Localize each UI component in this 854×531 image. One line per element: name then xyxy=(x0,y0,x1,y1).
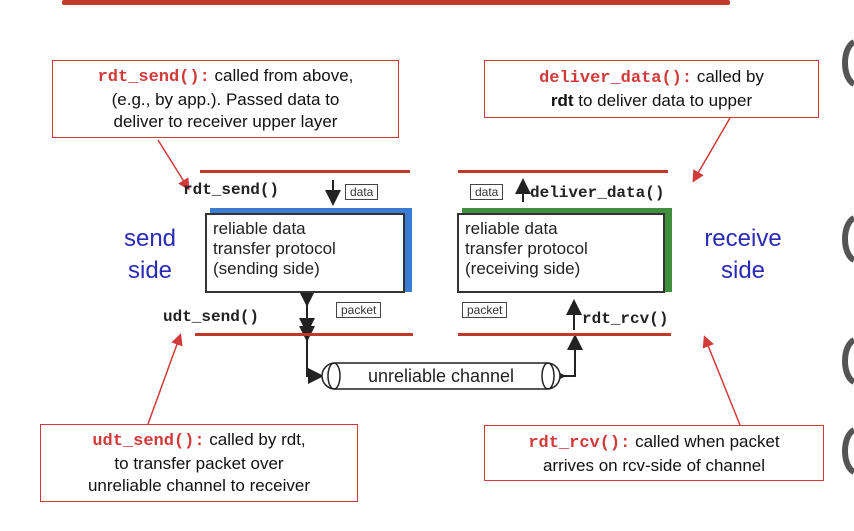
callout-text: called when packet xyxy=(630,432,780,451)
sender-top-rule xyxy=(200,170,410,173)
rdt-rcv-callout: rdt_rcv(): called when packet arrives on… xyxy=(484,425,824,481)
channel-right-connector xyxy=(550,334,583,384)
protocol-text: reliable data xyxy=(465,219,558,238)
rdt-send-callout: rdt_send(): called from above, (e.g., by… xyxy=(52,60,399,138)
deliver-data-label: deliver_data() xyxy=(530,184,665,202)
deliver-data-pointer xyxy=(692,117,731,183)
side-label-line: side xyxy=(720,257,766,284)
udt-send-pointer xyxy=(147,333,183,425)
udt-send-label: udt_send() xyxy=(163,308,260,326)
rdt-rcv-pointer xyxy=(702,335,741,426)
udt-send-callout: udt_send(): called by rdt, to transfer p… xyxy=(40,424,358,502)
side-label-line: send xyxy=(123,225,177,252)
pipe-end-right xyxy=(541,362,555,390)
callout-text: deliver to receiver upper layer xyxy=(113,112,338,131)
callout-text: (e.g., by app.). Passed data to xyxy=(111,90,340,109)
right-edge-fragments xyxy=(842,39,854,475)
rdt-send-label: rdt_send() xyxy=(183,181,280,199)
data-tag-receiver: data xyxy=(470,184,504,200)
packet-tag-sender: packet xyxy=(336,302,382,318)
callout-fn-name: rdt_send(): xyxy=(97,68,210,87)
protocol-text: (receiving side) xyxy=(465,259,581,278)
callout-text: unreliable channel to receiver xyxy=(87,476,311,495)
side-label-line: receive xyxy=(704,225,782,252)
channel-left-connector xyxy=(299,326,324,384)
receive-side-label: receive side xyxy=(688,223,798,287)
callout-text: called by rdt, xyxy=(204,430,306,449)
rdt-send-pointer xyxy=(157,139,190,191)
callout-text: to deliver data to upper xyxy=(573,91,753,110)
protocol-text: transfer protocol xyxy=(465,239,588,258)
unreliable-channel-pipe xyxy=(321,362,561,390)
callout-text: arrives on rcv-side of channel xyxy=(542,456,766,475)
protocol-text: (sending side) xyxy=(213,259,320,278)
deliver-data-callout: deliver_data(): called by rdt to deliver… xyxy=(484,60,819,118)
receiver-top-rule xyxy=(458,170,668,173)
packet-tag-receiver: packet xyxy=(462,302,508,318)
protocol-text: reliable data xyxy=(213,219,306,238)
callout-text: to transfer packet over xyxy=(114,454,284,473)
title-underline xyxy=(62,0,730,5)
unreliable-channel-label: unreliable channel xyxy=(367,366,515,386)
callout-fn-name: udt_send(): xyxy=(92,432,205,451)
side-label-line: side xyxy=(127,257,173,284)
sender-bottom-rule xyxy=(195,333,413,336)
callout-text: called by xyxy=(692,67,764,86)
callout-text: called from above, xyxy=(209,66,354,85)
rdt-rcv-label: rdt_rcv() xyxy=(582,310,669,328)
send-side-label: send side xyxy=(100,223,200,287)
callout-fn-name: rdt_rcv(): xyxy=(528,434,631,453)
receiver-protocol-box: reliable data transfer protocol (receivi… xyxy=(457,213,665,293)
callout-fn-name: deliver_data(): xyxy=(539,69,693,88)
protocol-text: transfer protocol xyxy=(213,239,336,258)
pipe-end-left xyxy=(327,362,341,390)
sender-protocol-box: reliable data transfer protocol (sending… xyxy=(205,213,405,293)
receiver-bottom-rule xyxy=(458,333,671,336)
callout-bold-text: rdt xyxy=(550,91,574,110)
data-tag-sender: data xyxy=(345,184,379,200)
